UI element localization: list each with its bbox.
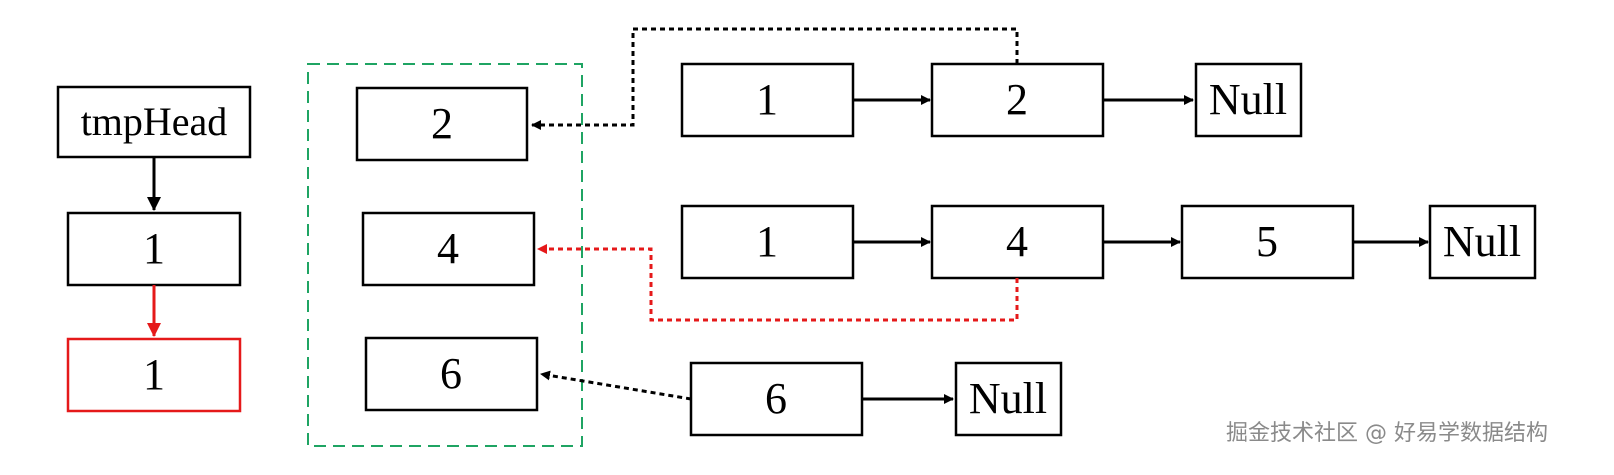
list-b-node-1-label: 1: [756, 217, 778, 266]
list-a: 1 2 Null: [680, 62, 1303, 138]
candidate-node-1-label: 2: [431, 99, 453, 148]
pointer-list-a-to-candidate: [531, 27, 1019, 130]
tmphead-label: tmpHead: [81, 99, 228, 144]
candidate-group-border: [307, 63, 583, 447]
result-node-2-label: 1: [143, 350, 165, 399]
list-c-null-label: Null: [969, 374, 1047, 423]
candidate-node-2-label: 4: [437, 224, 459, 273]
list-a-node-1-label: 1: [756, 75, 778, 124]
tmphead-node: [56, 85, 252, 159]
list-b-node-2-label: 4: [1006, 217, 1028, 266]
pointer-list-c-to-candidate: [540, 370, 692, 401]
candidate-node-3: [364, 336, 539, 412]
list-a-node-2-label: 2: [1006, 75, 1028, 124]
list-b-node-2: [930, 204, 1105, 280]
list-b-null-label: Null: [1443, 217, 1521, 266]
list-b-null: [1428, 204, 1537, 280]
watermark-text: 掘金技术社区 @ 好易学数据结构: [1226, 421, 1548, 446]
candidate-node-2: [361, 211, 536, 287]
list-b-node-3-label: 5: [1256, 217, 1278, 266]
list-a-null-label: Null: [1209, 75, 1287, 124]
result-node-1: [66, 211, 242, 287]
list-c: 6 Null: [689, 361, 1063, 437]
pointer-list-b-to-candidate: [537, 244, 1019, 322]
list-b: 1 4 5 Null: [680, 204, 1537, 280]
list-c-null: [954, 361, 1063, 437]
candidate-group: 2 4 6: [307, 63, 583, 447]
result-list: tmpHead 1 1: [56, 85, 252, 413]
candidate-node-1: [355, 86, 529, 162]
list-a-null: [1194, 62, 1303, 138]
candidate-node-3-label: 6: [440, 349, 462, 398]
list-c-node-1: [689, 361, 864, 437]
result-node-1-label: 1: [143, 224, 165, 273]
result-node-2: [66, 337, 242, 413]
list-c-node-1-label: 6: [765, 374, 787, 423]
